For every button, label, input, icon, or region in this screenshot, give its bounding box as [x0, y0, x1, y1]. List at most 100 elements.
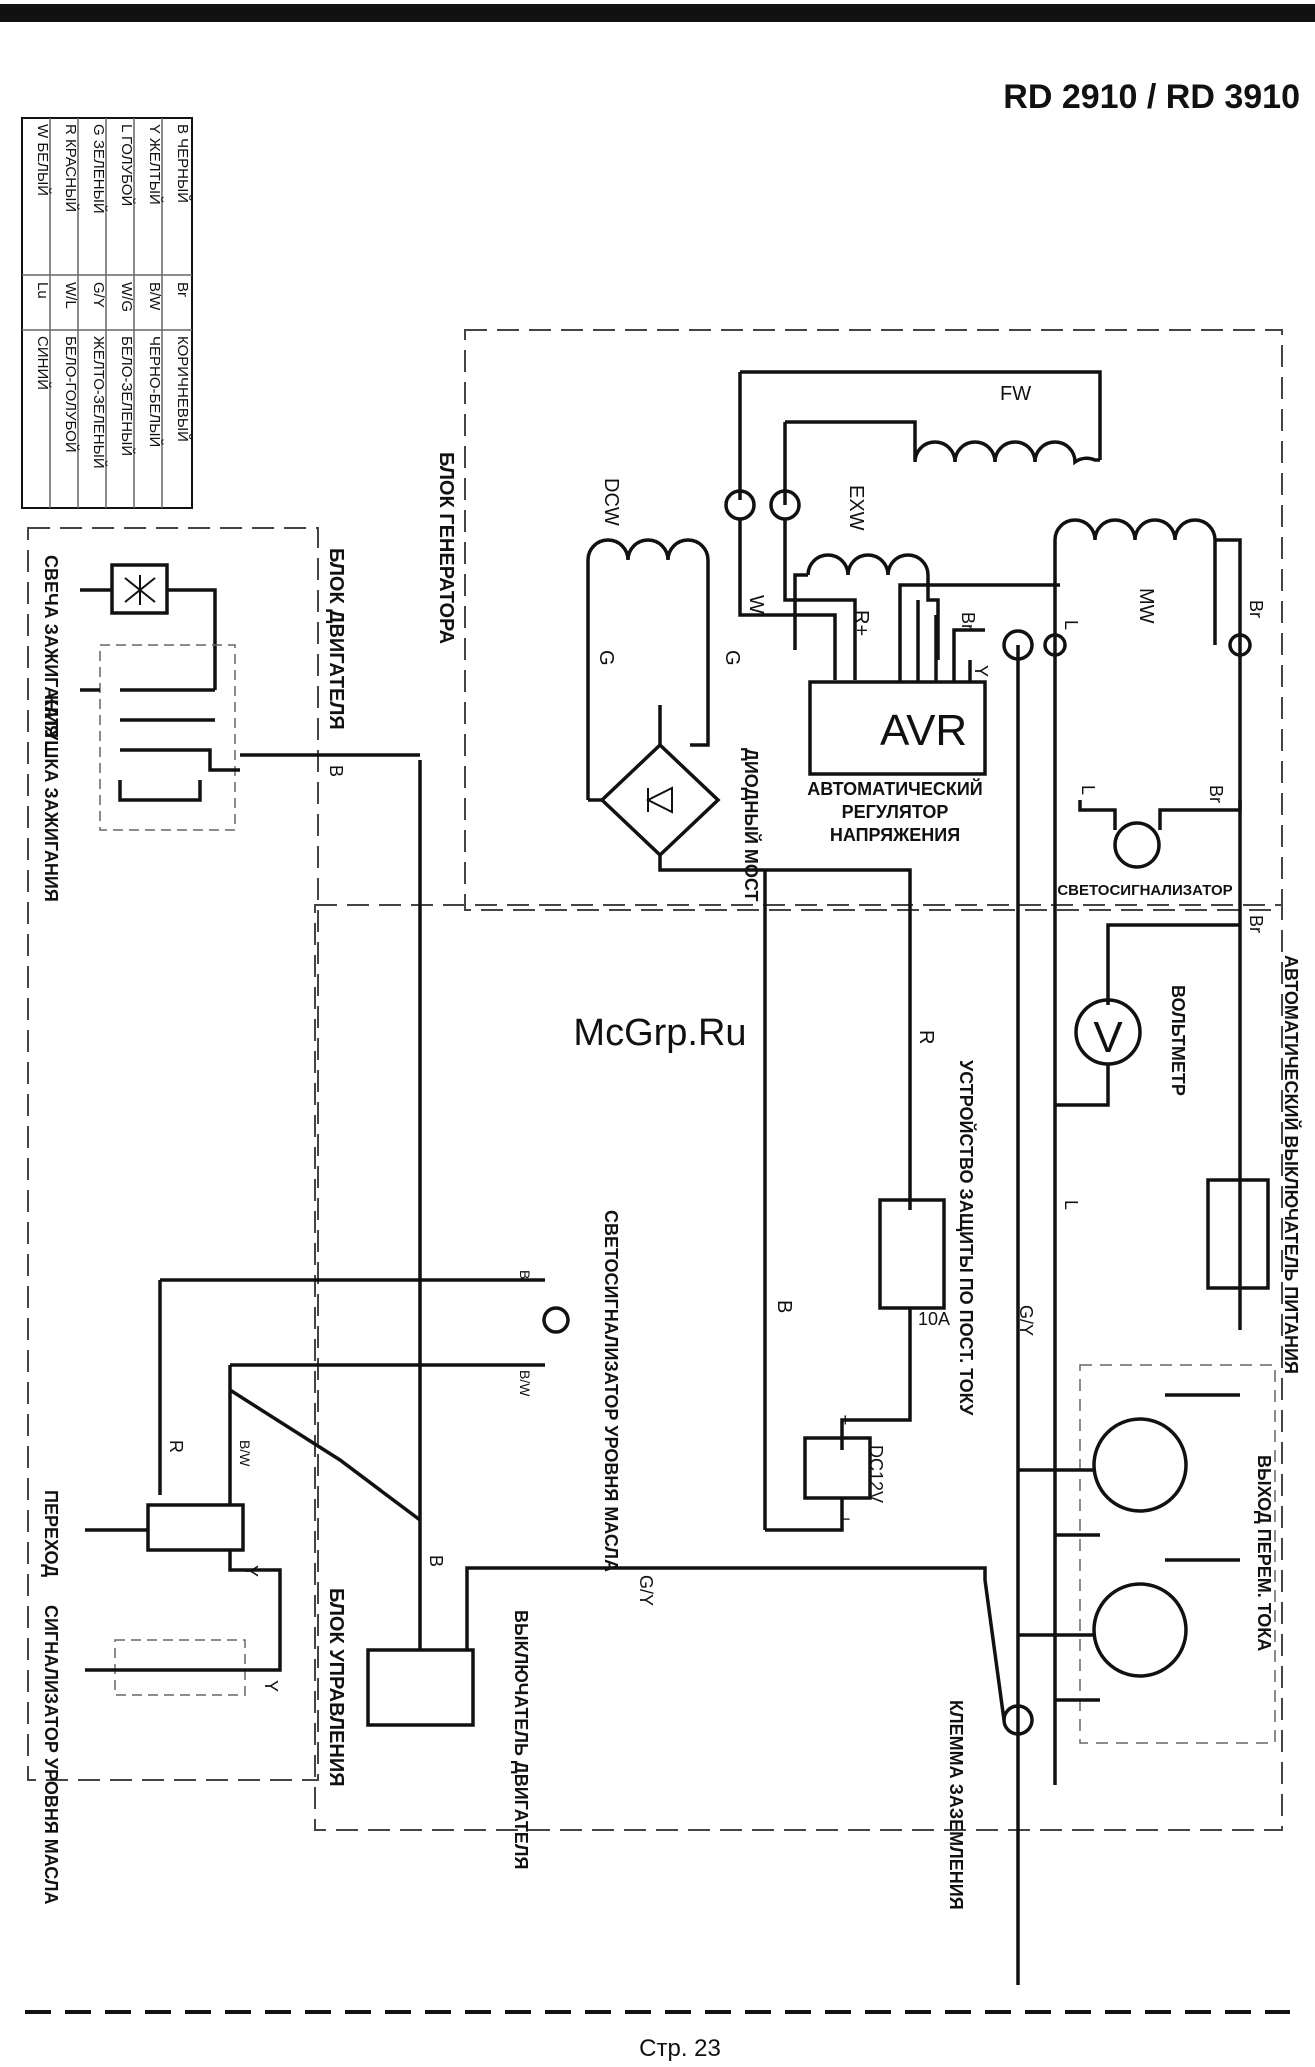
engine-switch: ВЫКЛЮЧАТЕЛЬ ДВИГАТЕЛЯ B [229, 760, 531, 1869]
legend-color-3: G ЗЕЛЕНЫЙ [90, 124, 108, 214]
legend-code2-1: B/W [146, 282, 163, 311]
wire-br-avr: Br [958, 612, 978, 630]
legend-code2-4: W/L [62, 282, 79, 309]
ground-terminal-label: КЛЕММА ЗАЗЕМЛЕНИЯ [946, 1700, 966, 1910]
ac-output-block: ВЫХОД ПЕРЕМ. ТОКА G/Y L [1016, 1200, 1276, 1744]
wire-b-switch: B [426, 1555, 446, 1567]
wire-gy-ground: G/Y [636, 1575, 656, 1606]
wire-br-volt: Br [1246, 915, 1266, 933]
wire-w-label: W [745, 595, 767, 614]
wire-gy-bus: G/Y [1016, 1305, 1036, 1336]
diode-bridge-label: ДИОДНЫЙ МОСТ [741, 748, 762, 901]
circuit-breaker-label: АВТОМАТИЧЕСКИЙ ВЫКЛЮЧАТЕЛЬ ПИТАНИЯ [1281, 955, 1302, 1374]
page-number: Стр. 23 [639, 2035, 721, 2062]
wire-br-lamp: Br [1206, 785, 1226, 803]
wire-l-top: L [1061, 620, 1081, 630]
engine-switch-label: ВЫКЛЮЧАТЕЛЬ ДВИГАТЕЛЯ [511, 1610, 531, 1869]
dc-protection: 10A УСТРОЙСТВО ЗАЩИТЫ ПО ПОСТ. ТОКУ R [840, 1030, 977, 1450]
control-block-outline [314, 904, 1283, 1831]
legend-color2-3: ЖЕЛТО-ЗЕЛЕНЫЙ [90, 336, 108, 469]
voltmeter-label: ВОЛЬТМЕТР [1168, 985, 1188, 1096]
exw-winding: EXW [793, 485, 940, 660]
dc12v-label: DC12V [866, 1445, 886, 1503]
voltmeter: V ВОЛЬТМЕТР Br [1055, 915, 1266, 1107]
legend-color-1: Y ЖЕЛТЫЙ [146, 124, 164, 205]
wire-rplus-label: R+ [850, 610, 872, 636]
wire-br-top: Br [1246, 600, 1266, 618]
wire-l-lamp: L [1078, 785, 1098, 795]
legend-color2-1: ЧЕРНО-БЕЛЫЙ [146, 336, 164, 447]
ignition-coil-label: КАТУШКА ЗАЖИГАНИЯ [41, 695, 61, 902]
legend-code2-2: W/G [118, 282, 135, 312]
legend-code2-0: Br [174, 282, 191, 297]
wire-b-coil: B [326, 765, 346, 777]
adapter: ПЕРЕХОД R B/W Y [41, 1365, 282, 1650]
wire-g-left: G [595, 650, 617, 666]
avr-label-1: АВТОМАТИЧЕСКИЙ [807, 778, 982, 799]
engine-block-outline [27, 527, 319, 1781]
exw-label: EXW [845, 485, 867, 531]
watermark: McGrp.Ru [573, 1012, 746, 1054]
spark-plug: СВЕЧА ЗАЖИГАНИЯ [41, 555, 217, 738]
avr-label-2: РЕГУЛЯТОР [842, 802, 949, 822]
wire-bw-adapter: B/W [237, 1440, 253, 1467]
wire-y-avr: Y [971, 665, 991, 677]
br-terminal [1228, 633, 1252, 657]
oil-lamp-label: СВЕТОСИГНАЛИЗАТОР УРОВНЯ МАСЛА [601, 1210, 621, 1572]
top-bar [0, 4, 1315, 22]
legend-color2-4: БЕЛО-ГОЛУБОЙ [62, 336, 80, 453]
dc-minus: − [840, 1509, 851, 1529]
ground-terminal-top [1002, 629, 1034, 661]
legend-color-0: B ЧЕРНЫЙ [174, 124, 192, 203]
avr-label-3: НАПРЯЖЕНИЯ [830, 825, 960, 845]
control-block-label: БЛОК УПРАВЛЕНИЯ [325, 1588, 347, 1787]
dcw-label: DCW [600, 478, 622, 526]
ac-outlet-2 [1092, 1582, 1188, 1678]
fuse-rating: 10A [918, 1309, 950, 1329]
indicator-lamp-label: СВЕТОСИГНАЛИЗАТОР [1057, 882, 1232, 899]
wire-g-right: G [721, 650, 743, 666]
generator-block-label: БЛОК ГЕНЕРАТОРА [435, 452, 457, 644]
dcw-winding: DCW G G [586, 478, 743, 800]
fw-label: FW [1000, 383, 1031, 405]
ignition-coil: КАТУШКА ЗАЖИГАНИЯ B [41, 644, 420, 902]
wire-r-label: R [915, 1030, 937, 1044]
wire-b-dc: B [773, 1300, 795, 1313]
avr-title: AVR [880, 706, 967, 755]
dc-plus: + [840, 1410, 851, 1430]
model-title: RD 2910 / RD 3910 [1003, 78, 1300, 116]
mw-label: MW [1135, 588, 1157, 624]
wire-y-adapter: Y [241, 1565, 261, 1577]
oil-sensor-label: СИГНАЛИЗАТОР УРОВНЯ МАСЛА [41, 1605, 61, 1905]
legend-code2-5: Lu [34, 282, 51, 299]
legend-color-4: R КРАСНЫЙ [62, 124, 80, 212]
wire-l-bus: L [1061, 1200, 1081, 1210]
fw-winding: FW [738, 370, 1102, 505]
mw-winding: MW [1053, 518, 1242, 645]
wire-y-sensor: Y [261, 1680, 281, 1692]
ac-output-label: ВЫХОД ПЕРЕМ. ТОКА [1254, 1455, 1274, 1651]
ground-terminal: КЛЕММА ЗАЗЕМЛЕНИЯ G/Y [465, 1566, 1034, 1910]
indicator-lamp: СВЕТОСИГНАЛИЗАТОР L Br [1057, 785, 1242, 899]
adapter-label: ПЕРЕХОД [41, 1490, 61, 1577]
legend-color2-5: СИНИЙ [34, 336, 52, 390]
oil-sensor: СИГНАЛИЗАТОР УРОВНЯ МАСЛА Y [41, 1605, 282, 1905]
legend-color2-0: КОРИЧНЕВЫЙ [174, 336, 192, 442]
legend-color2-2: БЕЛО-ЗЕЛЕНЫЙ [118, 336, 136, 456]
diode-bridge: ДИОДНЫЙ МОСТ [588, 700, 912, 1530]
dc12v-output: + − DC12V B [765, 1300, 886, 1532]
engine-block-label: БЛОК ДВИГАТЕЛЯ [325, 548, 347, 730]
legend-color-2: L ГОЛУБОЙ [118, 124, 136, 206]
voltmeter-symbol: V [1093, 1013, 1123, 1062]
wire-b-oil: B [517, 1270, 533, 1279]
dc-protection-label: УСТРОЙСТВО ЗАЩИТЫ ПО ПОСТ. ТОКУ [956, 1060, 977, 1416]
circuit-breaker: АВТОМАТИЧЕСКИЙ ВЫКЛЮЧАТЕЛЬ ПИТАНИЯ [1206, 955, 1302, 1374]
l-terminal [1043, 633, 1067, 657]
ac-outlet-1 [1092, 1417, 1188, 1513]
wire-bw-oil: B/W [517, 1370, 533, 1397]
spark-plug-label: СВЕЧА ЗАЖИГАНИЯ [41, 555, 61, 738]
legend-color-5: W БЕЛЫЙ [34, 124, 52, 196]
legend-code2-3: G/Y [90, 282, 107, 308]
